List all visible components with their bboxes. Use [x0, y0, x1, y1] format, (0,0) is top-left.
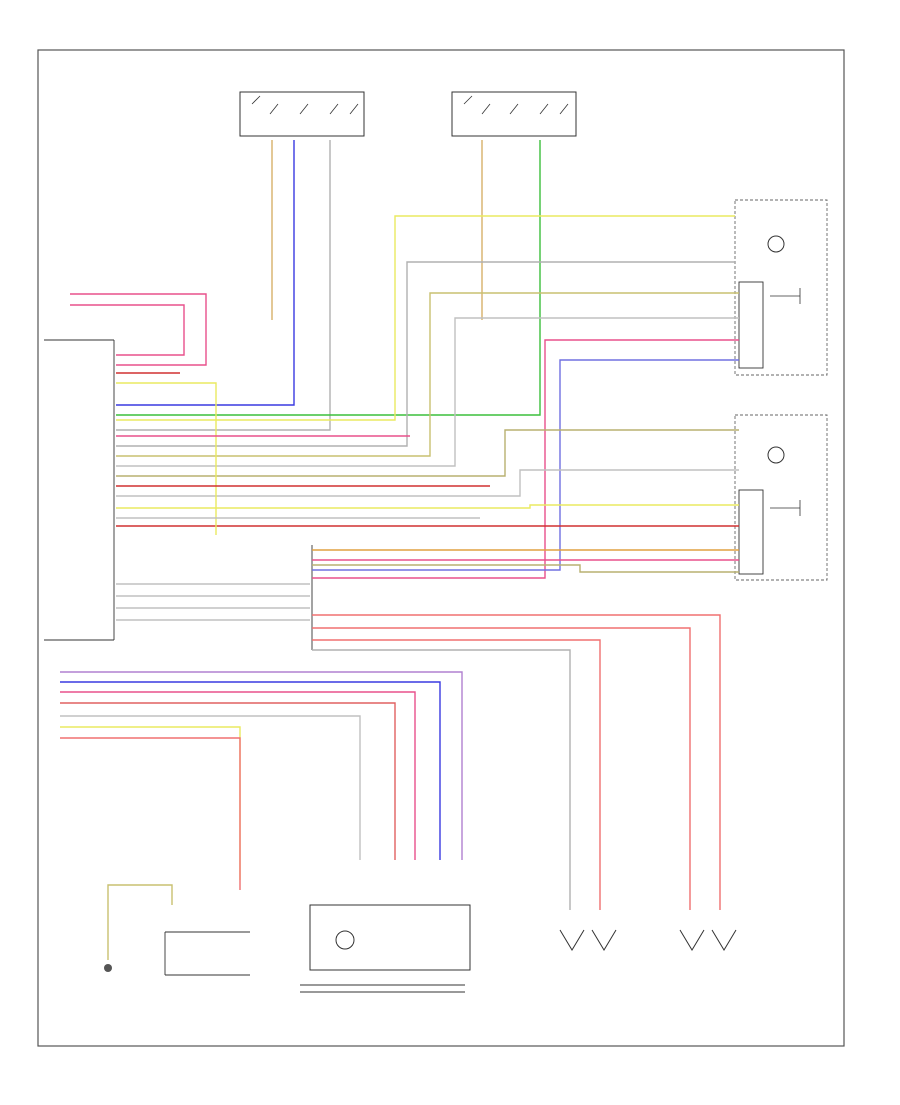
wire-pink-sensor-c [312, 639, 601, 910]
wire-gray-2 [116, 261, 735, 447]
wire-pink-3 [312, 339, 739, 579]
wire-violet [312, 359, 739, 571]
wire-khaki [116, 292, 739, 457]
wire-bottom-yellow [60, 726, 241, 880]
wire-blue-top [116, 140, 295, 406]
wire-red-sensor-a [312, 614, 721, 910]
wire-yellow-2 [116, 504, 739, 509]
lower-module-a [164, 931, 250, 976]
control-module-left [44, 339, 115, 641]
wire-olive [116, 429, 739, 477]
wire-green [116, 140, 541, 416]
lower-left-switch [104, 884, 173, 972]
lower-module-b [300, 904, 471, 993]
switch-assembly-left [239, 91, 365, 137]
wire-pink-2 [70, 304, 185, 356]
wire-bottom-blue [60, 681, 441, 860]
wire-bottom-red-2 [60, 737, 241, 890]
wire-gray-3 [116, 317, 739, 467]
right-middle-relay [734, 414, 828, 581]
wire-pink-1 [70, 293, 207, 366]
switch-assembly-right [451, 91, 577, 137]
wire-gray-left [116, 140, 331, 431]
wire-yellow-top [116, 215, 735, 421]
right-top-relay [734, 199, 828, 376]
wire-red-sensor-b [312, 627, 691, 910]
wire-bottom-gray [60, 715, 361, 860]
diagram-frame [37, 49, 845, 1047]
wire-bottom-violet [60, 671, 463, 860]
wire-yellow-3 [116, 382, 217, 535]
lower-sensor-left [559, 929, 617, 951]
wire-gray-sensor-d [312, 649, 571, 910]
wire-gray-4 [116, 469, 739, 497]
wire-bottom-red [60, 702, 396, 860]
wire-khaki-2 [312, 564, 739, 573]
lower-sensor-right [679, 929, 737, 951]
wire-bottom-pink [60, 691, 416, 860]
